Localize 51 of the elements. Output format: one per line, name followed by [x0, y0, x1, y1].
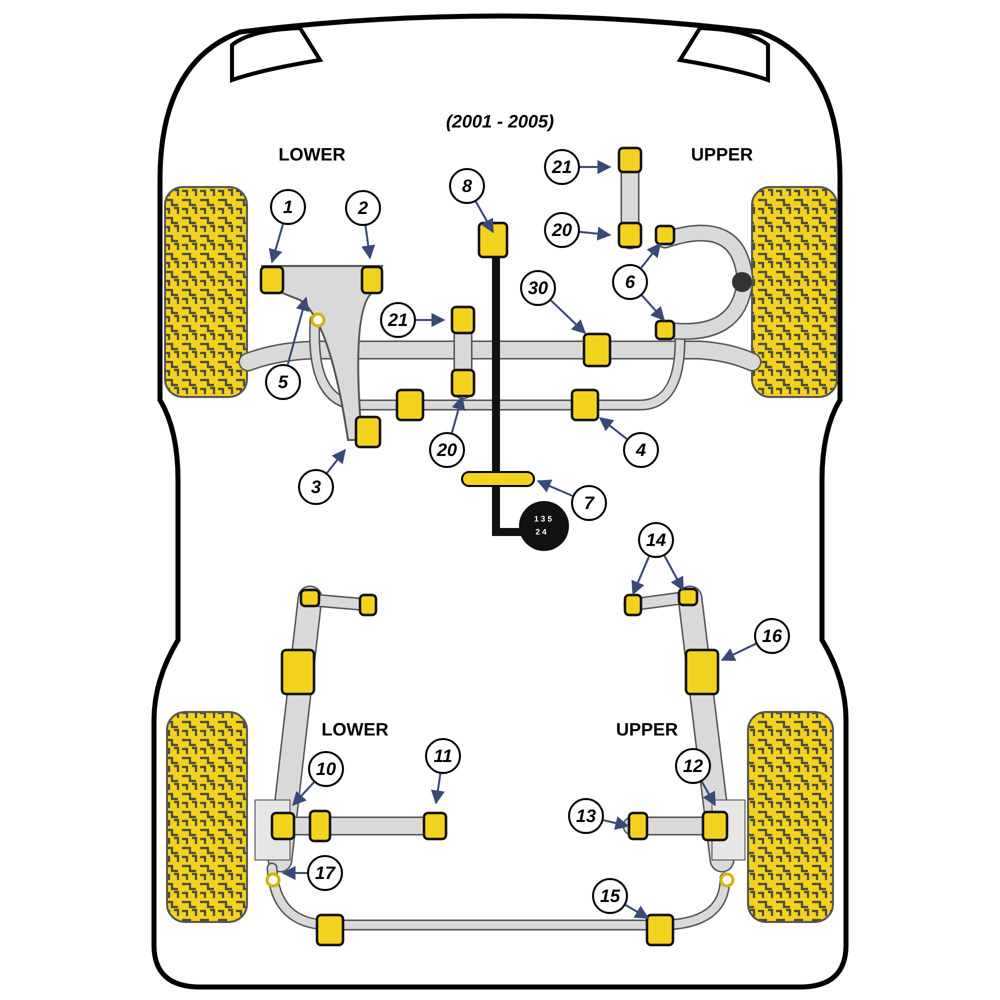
callout-number: 20: [429, 432, 465, 468]
leader-line: [640, 242, 661, 268]
section-label: UPPER: [691, 144, 753, 166]
leader-line: [450, 396, 466, 433]
leader-line: [292, 782, 315, 806]
callout-number: 30: [520, 270, 556, 306]
title: (2001 - 2005): [446, 112, 554, 132]
section-label: LOWER: [322, 720, 388, 740]
leader-line: [598, 417, 628, 440]
leader-line: [268, 224, 284, 264]
leader-line: [326, 448, 346, 474]
leader-line: [580, 226, 612, 241]
leader-line: [550, 300, 586, 334]
callout-number: 11: [425, 738, 461, 774]
leader-line: [430, 774, 445, 804]
callout-number: 17: [307, 855, 343, 891]
callout-number: 12: [675, 748, 711, 784]
callout-number: 4: [623, 432, 659, 468]
callout-number: 13: [568, 798, 604, 834]
leader-line: [536, 480, 573, 497]
callout-number: 1: [270, 189, 306, 225]
callout-number: 10: [308, 751, 344, 787]
leader-line: [282, 866, 307, 880]
leader-line: [416, 313, 446, 327]
leader-line: [361, 226, 376, 260]
callout-number: 7: [571, 485, 607, 521]
callout-number: 16: [754, 618, 790, 654]
callout-number: 6: [612, 264, 648, 300]
callout-number: 3: [298, 469, 334, 505]
callout-number: 14: [638, 522, 674, 558]
callout-number: 20: [544, 212, 580, 248]
leader-line: [632, 556, 650, 596]
callout-number: 15: [592, 878, 628, 914]
leader-line: [580, 160, 612, 174]
section-label: LOWER: [278, 144, 346, 166]
callout-number: 2: [345, 190, 381, 226]
callout-number: 21: [380, 302, 416, 338]
leader-line: [700, 781, 716, 806]
gear-pattern-label: 1 3 5: [534, 514, 552, 524]
callout-number: 21: [544, 149, 580, 185]
leader-line: [664, 555, 684, 592]
leader-line: [720, 642, 756, 661]
leader-line: [286, 296, 310, 365]
leader-line: [641, 294, 665, 322]
section-label: UPPER: [616, 720, 678, 740]
leader-line: [625, 904, 650, 919]
callout-number: 8: [449, 168, 485, 204]
leader-line: [474, 201, 494, 234]
gear-pattern-label: 2 4: [535, 528, 547, 536]
leader-line: [603, 816, 630, 830]
callout-number: 5: [265, 364, 301, 400]
